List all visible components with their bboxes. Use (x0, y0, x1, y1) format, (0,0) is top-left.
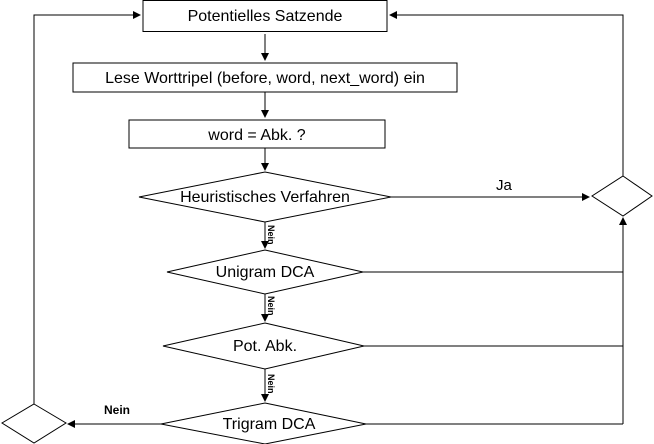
label-word-abk: word = Abk. ? (207, 127, 305, 144)
edge-label-ja: Ja (496, 177, 513, 194)
decision-left-merge (1, 403, 67, 444)
edge-left-merge-to-start (33, 11, 141, 404)
edge-right-merge-to-start (389, 11, 624, 176)
edge-label-nein-unigram: Nein (266, 296, 276, 316)
edge-label-nein-pot-abk: Nein (266, 374, 276, 394)
decision-trigram-dca (160, 402, 367, 444)
node-potentielles-satzende (142, 0, 388, 32)
label-trigram-dca: Trigram DCA (223, 416, 316, 433)
decision-right-merge (591, 175, 653, 217)
label-heuristisches-verfahren: Heuristisches Verfahren (180, 189, 350, 206)
label-lese-worttripel: Lese Worttripel (before, word, next_word… (105, 70, 425, 87)
node-word-abk (128, 119, 386, 149)
node-lese-worttripel (72, 62, 458, 93)
label-potentielles-satzende: Potentielles Satzende (188, 8, 343, 25)
label-pot-abk: Pot. Abk. (233, 338, 297, 355)
edge-label-nein-heuristic: Nein (266, 225, 276, 245)
edge-label-nein-trigram: Nein (104, 403, 130, 417)
label-unigram-dca: Unigram DCA (216, 264, 315, 281)
